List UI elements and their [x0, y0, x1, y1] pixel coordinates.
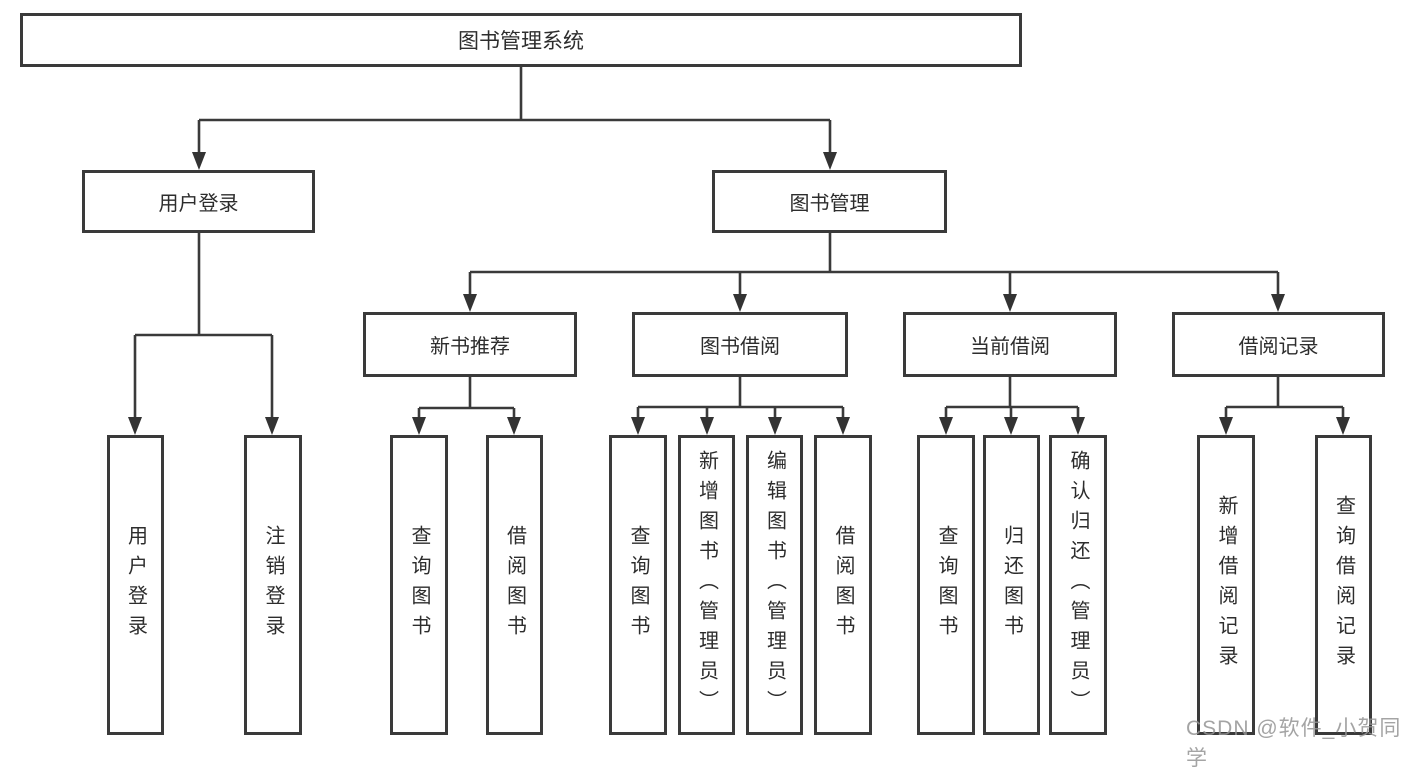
node-current-borrow: 当前借阅	[903, 312, 1117, 377]
leaf-query-borrow-record: 查询借阅记录	[1315, 435, 1372, 735]
node-book-management-label: 图书管理	[789, 193, 870, 215]
leaf-user-login: 用户登录	[107, 435, 164, 735]
node-new-book-recommend-label: 新书推荐	[430, 336, 510, 358]
leaf-logout-label: 注销登录	[262, 525, 284, 645]
leaf-recommend-borrow-books: 借阅图书	[486, 435, 543, 735]
leaf-logout: 注销登录	[244, 435, 302, 735]
leaf-recommend-borrow-books-label: 借阅图书	[503, 525, 526, 645]
node-borrow-records: 借阅记录	[1172, 312, 1385, 377]
leaf-borrow-books: 借阅图书	[814, 435, 872, 735]
leaf-current-query-books: 查询图书	[917, 435, 975, 735]
leaf-return-books: 归还图书	[983, 435, 1040, 735]
leaf-edit-books-admin-label: 编辑图书（管理员）	[763, 450, 786, 720]
node-current-borrow-label: 当前借阅	[970, 336, 1050, 358]
leaf-borrow-query-books: 查询图书	[609, 435, 667, 735]
node-book-borrow-label: 图书借阅	[700, 336, 780, 358]
node-root-label: 图书管理系统	[458, 30, 584, 53]
leaf-add-books-admin: 新增图书（管理员）	[678, 435, 735, 735]
leaf-confirm-return-admin: 确认归还（管理员）	[1049, 435, 1107, 735]
leaf-borrow-books-label: 借阅图书	[832, 525, 854, 645]
node-book-management: 图书管理	[712, 170, 947, 233]
leaf-add-borrow-record: 新增借阅记录	[1197, 435, 1255, 735]
leaf-confirm-return-admin-label: 确认归还（管理员）	[1067, 450, 1089, 720]
org-tree-diagram: 图书管理系统 用户登录 图书管理 新书推荐 图书借阅 当前借阅 借阅记录 用户登…	[20, 13, 1400, 770]
leaf-edit-books-admin: 编辑图书（管理员）	[746, 435, 803, 735]
node-new-book-recommend: 新书推荐	[363, 312, 577, 377]
node-root: 图书管理系统	[20, 13, 1022, 67]
leaf-add-borrow-record-label: 新增借阅记录	[1215, 495, 1237, 675]
leaf-user-login-label: 用户登录	[124, 525, 147, 645]
leaf-current-query-books-label: 查询图书	[935, 525, 957, 645]
leaf-recommend-query-books-label: 查询图书	[408, 525, 430, 645]
csdn-watermark: CSDN @软件_小贺同学	[1186, 717, 1402, 770]
node-borrow-records-label: 借阅记录	[1238, 336, 1319, 358]
leaf-add-books-admin-label: 新增图书（管理员）	[695, 450, 718, 720]
node-book-borrow: 图书借阅	[632, 312, 848, 377]
node-user-login: 用户登录	[82, 170, 315, 233]
leaf-query-borrow-record-label: 查询借阅记录	[1332, 495, 1355, 675]
leaf-return-books-label: 归还图书	[1000, 525, 1023, 645]
node-user-login-label: 用户登录	[158, 193, 239, 215]
leaf-borrow-query-books-label: 查询图书	[627, 525, 649, 645]
leaf-recommend-query-books: 查询图书	[390, 435, 448, 735]
